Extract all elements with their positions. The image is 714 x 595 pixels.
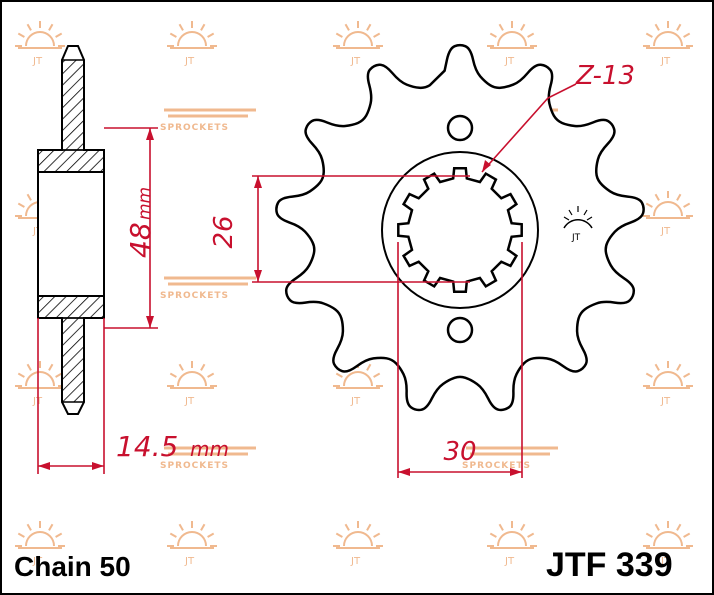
watermark-sun-icon: JT xyxy=(643,21,693,67)
watermark-brand: SPROCKETS xyxy=(160,446,256,471)
dimension-lines xyxy=(37,83,577,478)
chain-label: Chain 50 xyxy=(14,551,131,582)
watermark-brand: SPROCKETS xyxy=(160,108,256,133)
side-height-unit: mm xyxy=(135,187,155,220)
svg-text:JT: JT xyxy=(504,556,515,567)
watermark-sun-icon: JT xyxy=(15,361,65,407)
svg-text:JT: JT xyxy=(184,396,195,407)
part-number: JTF 339 xyxy=(546,546,673,584)
watermark-sun-icon: JT xyxy=(643,191,693,237)
svg-text:JT: JT xyxy=(32,56,43,67)
thickness-value: 14.5 xyxy=(116,430,178,463)
hub-circle xyxy=(381,151,539,309)
dimension-arrows xyxy=(38,128,522,476)
thickness-unit: mm xyxy=(190,437,229,461)
svg-text:JT: JT xyxy=(350,56,361,67)
jt-mark-icon: JT xyxy=(563,206,593,243)
svg-text:SPROCKETS: SPROCKETS xyxy=(160,123,229,133)
sprocket-front-view: JT xyxy=(275,43,645,412)
svg-text:JT: JT xyxy=(660,396,671,407)
watermark-brand: SPROCKETS xyxy=(462,446,558,471)
svg-text:SPROCKETS: SPROCKETS xyxy=(160,461,229,471)
svg-text:JT: JT xyxy=(184,556,195,567)
watermark-brand: SPROCKETS xyxy=(160,276,256,301)
svg-text:JT: JT xyxy=(184,56,195,67)
hub-diameter-label: 26 xyxy=(209,215,239,248)
watermark-sun-icon: JT xyxy=(487,521,537,567)
watermark-sun-icon: JT xyxy=(167,521,217,567)
svg-text:JT: JT xyxy=(32,556,43,567)
svg-text:JT: JT xyxy=(660,556,671,567)
watermark-sun-icon: JT xyxy=(643,521,693,567)
side-height-dimension: 48 mm xyxy=(124,187,157,258)
watermark-sun-icon: JT xyxy=(333,21,383,67)
watermark-sun-icon: JT xyxy=(167,21,217,67)
watermark-sun-icon: JT xyxy=(15,21,65,67)
outer-width-label: 30 xyxy=(443,437,476,467)
svg-text:SPROCKETS: SPROCKETS xyxy=(462,461,531,471)
side-height-value: 48 xyxy=(124,222,157,258)
watermark-sun-icon: JT xyxy=(15,521,65,567)
svg-text:SPROCKETS: SPROCKETS xyxy=(160,291,229,301)
svg-text:JT: JT xyxy=(660,56,671,67)
svg-text:JT: JT xyxy=(350,396,361,407)
watermark-sun-icon: JT xyxy=(333,521,383,567)
mount-hole-top xyxy=(446,114,474,142)
svg-text:JT: JT xyxy=(660,226,671,237)
watermark-sun-icon: JT xyxy=(487,21,537,67)
svg-text:JT: JT xyxy=(350,556,361,567)
mount-hole-bottom xyxy=(446,316,474,344)
watermark-sun-icon: JT xyxy=(167,361,217,407)
watermark-sun-icon: JT xyxy=(643,361,693,407)
tooth-count-label: Z-13 xyxy=(575,61,635,91)
svg-text:JT: JT xyxy=(504,56,515,67)
sprocket-side-view xyxy=(37,45,105,415)
svg-text:JT: JT xyxy=(571,233,581,243)
